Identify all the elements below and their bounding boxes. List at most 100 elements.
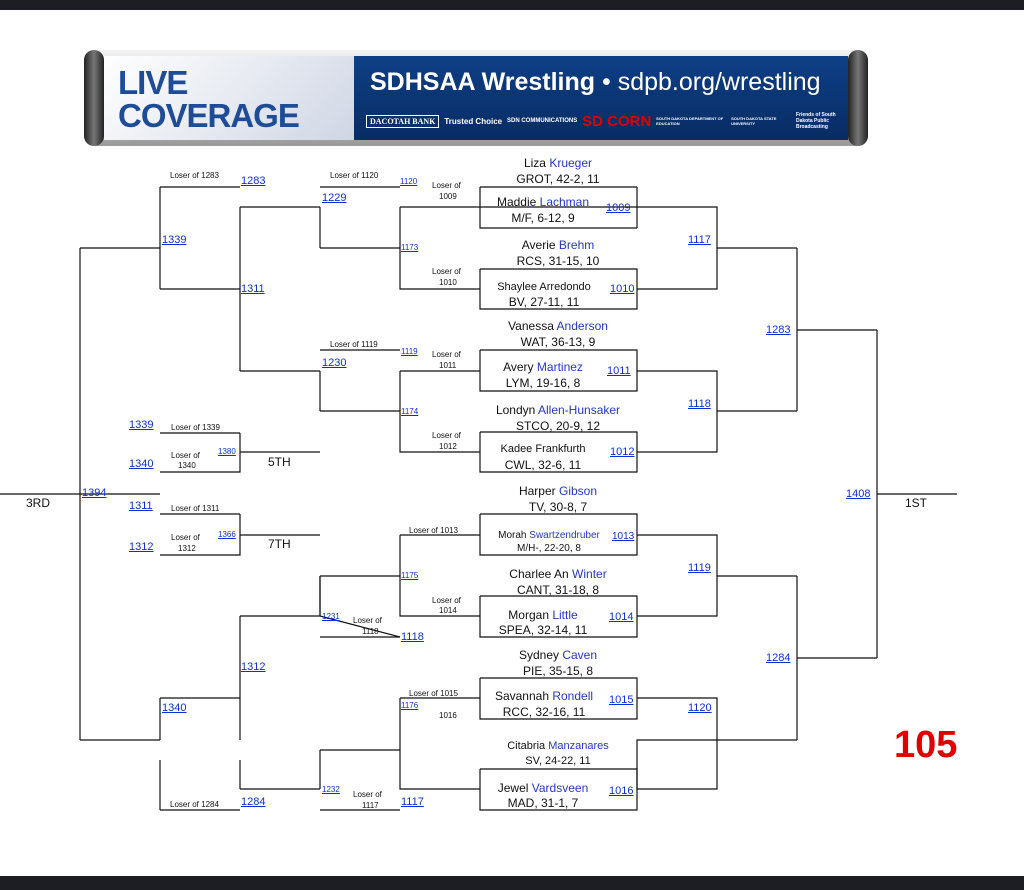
bracket-line — [479, 349, 638, 392]
sponsor-logo-sdn: SDN COMMUNICATIONS — [507, 118, 578, 124]
loser-label: 1014 — [439, 606, 457, 615]
loser-label: 1117 — [362, 801, 379, 810]
match-link-1009[interactable]: 1009 — [606, 202, 631, 214]
match-link-1010[interactable]: 1010 — [610, 283, 635, 295]
loser-label: 1016 — [439, 711, 457, 720]
match-link-1340[interactable]: 1340 — [162, 702, 187, 714]
wrestler-name: Citabria Manzanares — [507, 740, 609, 752]
match-link-1231[interactable]: 1231 — [322, 612, 340, 621]
live-coverage-box: LIVE COVERAGE — [104, 56, 354, 140]
loser-label: Loser of — [353, 616, 382, 625]
loser-label: Loser of — [353, 790, 382, 799]
bracket-line — [479, 677, 638, 720]
loser-label: 1312 — [178, 544, 196, 553]
wrestler-info: GROT, 42-2, 11 — [516, 172, 600, 186]
match-link-1118-small[interactable]: 1118 — [401, 631, 424, 643]
match-link-1118[interactable]: 1118 — [688, 398, 711, 410]
loser-label: 1012 — [439, 442, 457, 451]
bracket-line — [160, 514, 241, 556]
match-link-1408[interactable]: 1408 — [846, 488, 871, 500]
bracket-line — [637, 206, 718, 290]
match-link-1312-seventh[interactable]: 1312 — [129, 541, 154, 553]
loser-label: Loser of 1284 — [170, 800, 219, 809]
match-link-1311-seventh[interactable]: 1311 — [129, 500, 153, 512]
bracket-line — [637, 534, 718, 617]
wrestler-name: Charlee An Winter — [509, 567, 607, 581]
match-link-1015[interactable]: 1015 — [609, 694, 634, 706]
match-link-1120-small[interactable]: 1120 — [400, 177, 418, 186]
match-link-1312[interactable]: 1312 — [241, 661, 266, 673]
wrestler-info: BV, 27-11, 11 — [508, 295, 580, 309]
match-link-1120[interactable]: 1120 — [688, 702, 712, 714]
match-link-1230[interactable]: 1230 — [322, 357, 347, 369]
match-link-1340-fifth[interactable]: 1340 — [129, 458, 154, 470]
match-link-1380[interactable]: 1380 — [218, 447, 236, 456]
match-link-1339[interactable]: 1339 — [162, 234, 187, 246]
loser-label: 1011 — [439, 361, 457, 370]
loser-label: Loser of 1119 — [330, 340, 378, 349]
loser-label: Loser of — [432, 350, 461, 359]
match-link-1119[interactable]: 1119 — [688, 562, 711, 574]
loser-label: Loser of 1120 — [330, 171, 379, 180]
match-link-1366[interactable]: 1366 — [218, 530, 236, 539]
sponsor-logo-trusted-choice: Trusted Choice — [444, 116, 503, 126]
bracket-line — [399, 535, 480, 617]
wrestler-name: Harper Gibson — [518, 484, 598, 498]
match-link-1175[interactable]: 1175 — [401, 571, 419, 580]
match-link-1232[interactable]: 1232 — [322, 785, 340, 794]
wrestler-info: CANT, 31-18, 8 — [516, 583, 600, 597]
wrestler-info: SV, 24-22, 11 — [525, 755, 591, 767]
match-link-1394[interactable]: 1394 — [82, 487, 107, 499]
bracket-line — [399, 207, 480, 290]
match-link-1284-small[interactable]: 1284 — [241, 796, 266, 808]
bracket-line — [479, 513, 638, 556]
match-link-1339-fifth[interactable]: 1339 — [129, 419, 154, 431]
match-link-1014[interactable]: 1014 — [609, 611, 634, 623]
place-label-5th: 5TH — [268, 455, 291, 469]
banner-title-box: SDHSAA Wrestling • sdpb.org/wrestling DA… — [354, 56, 848, 140]
bracket-line — [479, 431, 638, 473]
match-link-1119-small[interactable]: 1119 — [401, 347, 418, 356]
match-link-1012[interactable]: 1012 — [610, 446, 635, 458]
match-link-1016[interactable]: 1016 — [609, 785, 634, 797]
bracket-line — [479, 268, 638, 310]
wrestler-name: Shaylee Arredondo — [497, 281, 591, 293]
match-link-1176[interactable]: 1176 — [401, 701, 419, 710]
match-link-1117[interactable]: 1117 — [688, 234, 711, 246]
loser-label: 1010 — [439, 278, 457, 287]
banner-title-separator: • — [595, 68, 618, 96]
place-label-7th: 7TH — [268, 537, 291, 551]
loser-label: Loser of 1015 — [409, 689, 458, 698]
sponsor-logo-sd-education: SOUTH DAKOTA DEPARTMENT OF EDUCATION — [656, 116, 724, 126]
match-link-1174[interactable]: 1174 — [401, 407, 419, 416]
match-link-1229[interactable]: 1229 — [322, 192, 347, 204]
wrestler-name: Vanessa Anderson — [508, 319, 608, 333]
wrestler-name: Sydney Caven — [518, 648, 598, 662]
match-link-1117-small[interactable]: 1117 — [401, 796, 424, 808]
match-link-1283-small[interactable]: 1283 — [241, 175, 266, 187]
match-link-1173[interactable]: 1173 — [401, 243, 419, 252]
match-link-1283[interactable]: 1283 — [766, 324, 791, 336]
sponsor-logo-friends-sdpb: Friends of South Dakota Public Broadcast… — [795, 112, 836, 130]
match-link-1311[interactable]: 1311 — [241, 283, 265, 295]
match-link-1284[interactable]: 1284 — [766, 652, 791, 664]
bracket-line — [636, 697, 718, 790]
bracket-line — [319, 576, 401, 638]
match-link-1011[interactable]: 1011 — [607, 365, 631, 377]
match-link-1013[interactable]: 1013 — [612, 531, 635, 542]
loser-label: Loser of — [171, 533, 200, 542]
bracket-line — [479, 595, 638, 638]
wrestler-info: M/F, 6-12, 9 — [511, 211, 575, 225]
place-label-1st: 1ST — [905, 496, 928, 510]
loser-label: Loser of — [432, 181, 461, 190]
live-coverage-text: LIVE COVERAGE — [118, 66, 300, 134]
banner-right-cap — [848, 50, 868, 146]
sponsor-logo-dacotah-bank: DACOTAH BANK — [366, 114, 440, 128]
loser-label: 1340 — [178, 461, 196, 470]
wrestler-name: Londyn Allen-Hunsaker — [495, 403, 621, 417]
weight-class-label: 105 — [894, 724, 958, 766]
coverage-label: COVERAGE — [118, 97, 300, 134]
loser-label: Loser of 1311 — [171, 504, 220, 513]
banner-title-url: sdpb.org/wrestling — [617, 68, 821, 96]
bottom-dark-bar — [0, 876, 1024, 890]
